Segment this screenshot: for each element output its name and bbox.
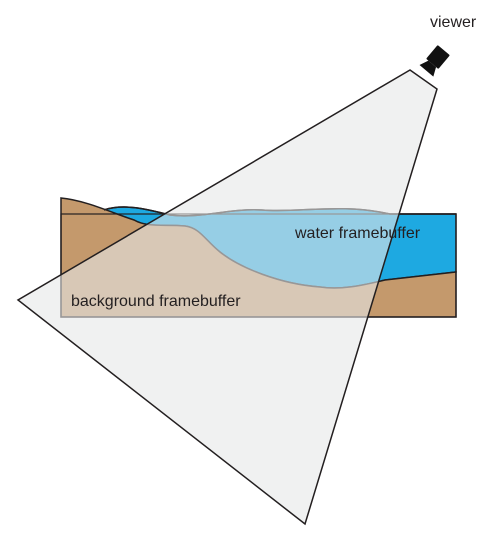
camera-icon xyxy=(419,45,450,77)
background-framebuffer-label: background framebuffer xyxy=(71,293,241,310)
view-frustum xyxy=(16,69,438,526)
viewer-label: viewer xyxy=(430,14,477,31)
water-framebuffer-label: water framebuffer xyxy=(294,225,421,242)
